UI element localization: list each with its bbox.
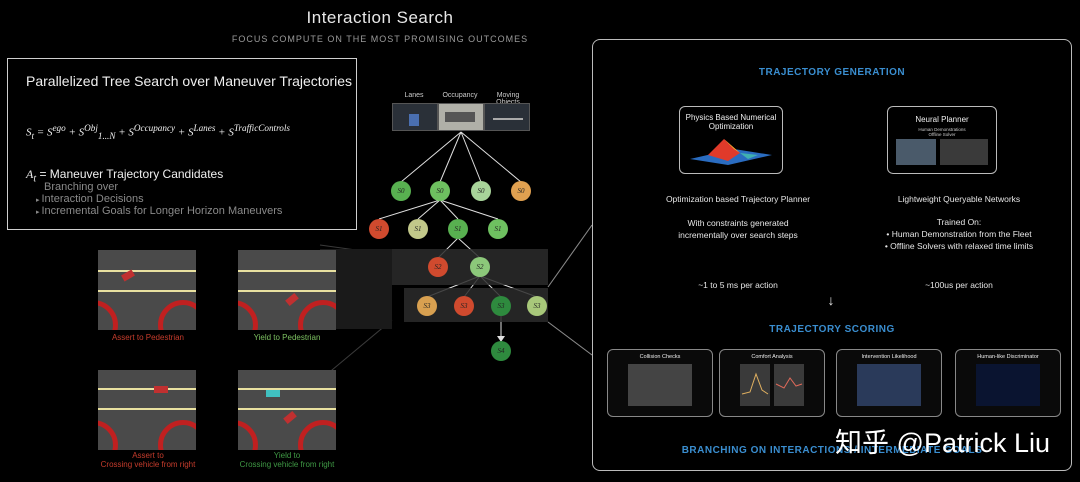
right-trained: Trained On:: [936, 217, 982, 227]
left-time: ~1 to 5 ms per action: [698, 280, 778, 290]
tree-node: S3: [417, 296, 437, 316]
scene-yield-crossing: [238, 370, 336, 450]
tree-node: S0: [511, 181, 531, 201]
watermark: 知乎 @Patrick Liu: [835, 428, 1050, 458]
comfort-analysis-card: Comfort Analysis: [719, 349, 825, 417]
score-card-title: Intervention Likelihood: [861, 354, 917, 360]
input-label-occupancy: Occupancy: [442, 92, 478, 99]
footer-caption: BRANCHING ON INTERACTIONS / INTERMEDIATE…: [681, 445, 983, 456]
moving-objects-thumbnail: [484, 103, 530, 131]
lanes-thumbnail: [392, 103, 438, 131]
right-bullet: • Human Demonstration from the Fleet: [886, 229, 1032, 239]
input-label-lanes: Lanes: [404, 92, 424, 99]
tree-node: S4: [491, 341, 511, 361]
page-subtitle: FOCUS COMPUTE ON THE MOST PROMISING OUTC…: [231, 34, 529, 44]
tree-node: S1: [408, 219, 428, 239]
left-desc: With constraints generated incrementally…: [678, 218, 798, 240]
trajectory-panel: TRAJECTORY GENERATION Physics Based Nume…: [592, 39, 1072, 471]
trajectory-scoring-title: TRAJECTORY SCORING: [769, 324, 895, 335]
input-label-moving-objects: Moving Objects: [496, 92, 520, 106]
state-formula: St = Sego + SObj1...N + SOccupancy + SLa…: [26, 123, 290, 141]
right-heading: Lightweight Queryable Networks: [897, 194, 1021, 204]
action-line: At = Maneuver Trajectory Candidates: [26, 167, 223, 184]
tree-node: S3: [527, 296, 547, 316]
branching-item: Interaction Decisions: [36, 193, 282, 205]
tree-node: S0: [471, 181, 491, 201]
tree-node: S1: [448, 219, 468, 239]
tree-node: S2: [470, 257, 490, 277]
comfort-plot-icon: [740, 364, 804, 406]
surface-plot-icon: [690, 139, 772, 165]
tree-node: S1: [488, 219, 508, 239]
tree-node: S2: [428, 257, 448, 277]
left-heading: Optimization based Trajectory Planner: [665, 194, 811, 204]
right-bullet: • Offline Solvers with relaxed time limi…: [884, 241, 1034, 251]
page-title: Interaction Search: [306, 8, 454, 27]
tree-node: S0: [391, 181, 411, 201]
trajectory-generation-title: TRAJECTORY GENERATION: [758, 67, 906, 78]
score-card-title: Comfort Analysis: [751, 354, 793, 360]
fleet-map-image: [976, 364, 1040, 406]
tree-search-heading: Parallelized Tree Search over Maneuver T…: [26, 73, 353, 89]
action-text: = Maneuver Trajectory Candidates: [39, 167, 224, 181]
action-symbol: At: [26, 167, 37, 185]
scene-label: Assert to Crossing vehicle from right: [100, 451, 196, 469]
human-like-discriminator-card: Human-like Discriminator: [955, 349, 1061, 417]
tree-node: S3: [454, 296, 474, 316]
intervention-likelihood-card: Intervention Likelihood: [836, 349, 942, 417]
branching-list: Interaction Decisions Incremental Goals …: [36, 193, 282, 217]
collision-image: [628, 364, 692, 406]
neural-planner-card: Neural Planner Human Demonstrations Offl…: [887, 106, 997, 174]
driver-image: [940, 139, 988, 165]
right-time: ~100us per action: [925, 280, 993, 290]
tree-node: S0: [430, 181, 450, 201]
score-card-title: Collision Checks: [639, 354, 681, 360]
tree-node: S1: [369, 219, 389, 239]
scene-yield-pedestrian: [238, 250, 336, 330]
branching-label: Branching over: [44, 181, 118, 193]
branching-item: Incremental Goals for Longer Horizon Man…: [36, 205, 282, 217]
neural-planner-sub: Human Demonstrations Offline Solver: [918, 127, 966, 137]
physics-optimization-card: Physics Based Numerical Optimization: [679, 106, 783, 174]
collision-checks-card: Collision Checks: [607, 349, 713, 417]
score-card-title: Human-like Discriminator: [977, 354, 1039, 360]
scene-assert-pedestrian: [98, 250, 196, 330]
intervention-image: [857, 364, 921, 406]
tree-search-box: Parallelized Tree Search over Maneuver T…: [7, 58, 357, 230]
scene-label: Yield to Crossing vehicle from right: [239, 451, 335, 469]
server-image: [896, 139, 936, 165]
neural-planner-title: Neural Planner: [915, 115, 969, 124]
scene-label: Yield to Pedestrian: [253, 333, 321, 342]
occupancy-thumbnail: [438, 103, 484, 131]
physics-card-title: Physics Based Numerical Optimization: [685, 113, 777, 131]
scene-assert-crossing: [98, 370, 196, 450]
down-arrow-icon: ↓: [827, 292, 835, 308]
scene-label: Assert to Pedestrian: [111, 333, 185, 342]
tree-node: S3: [491, 296, 511, 316]
